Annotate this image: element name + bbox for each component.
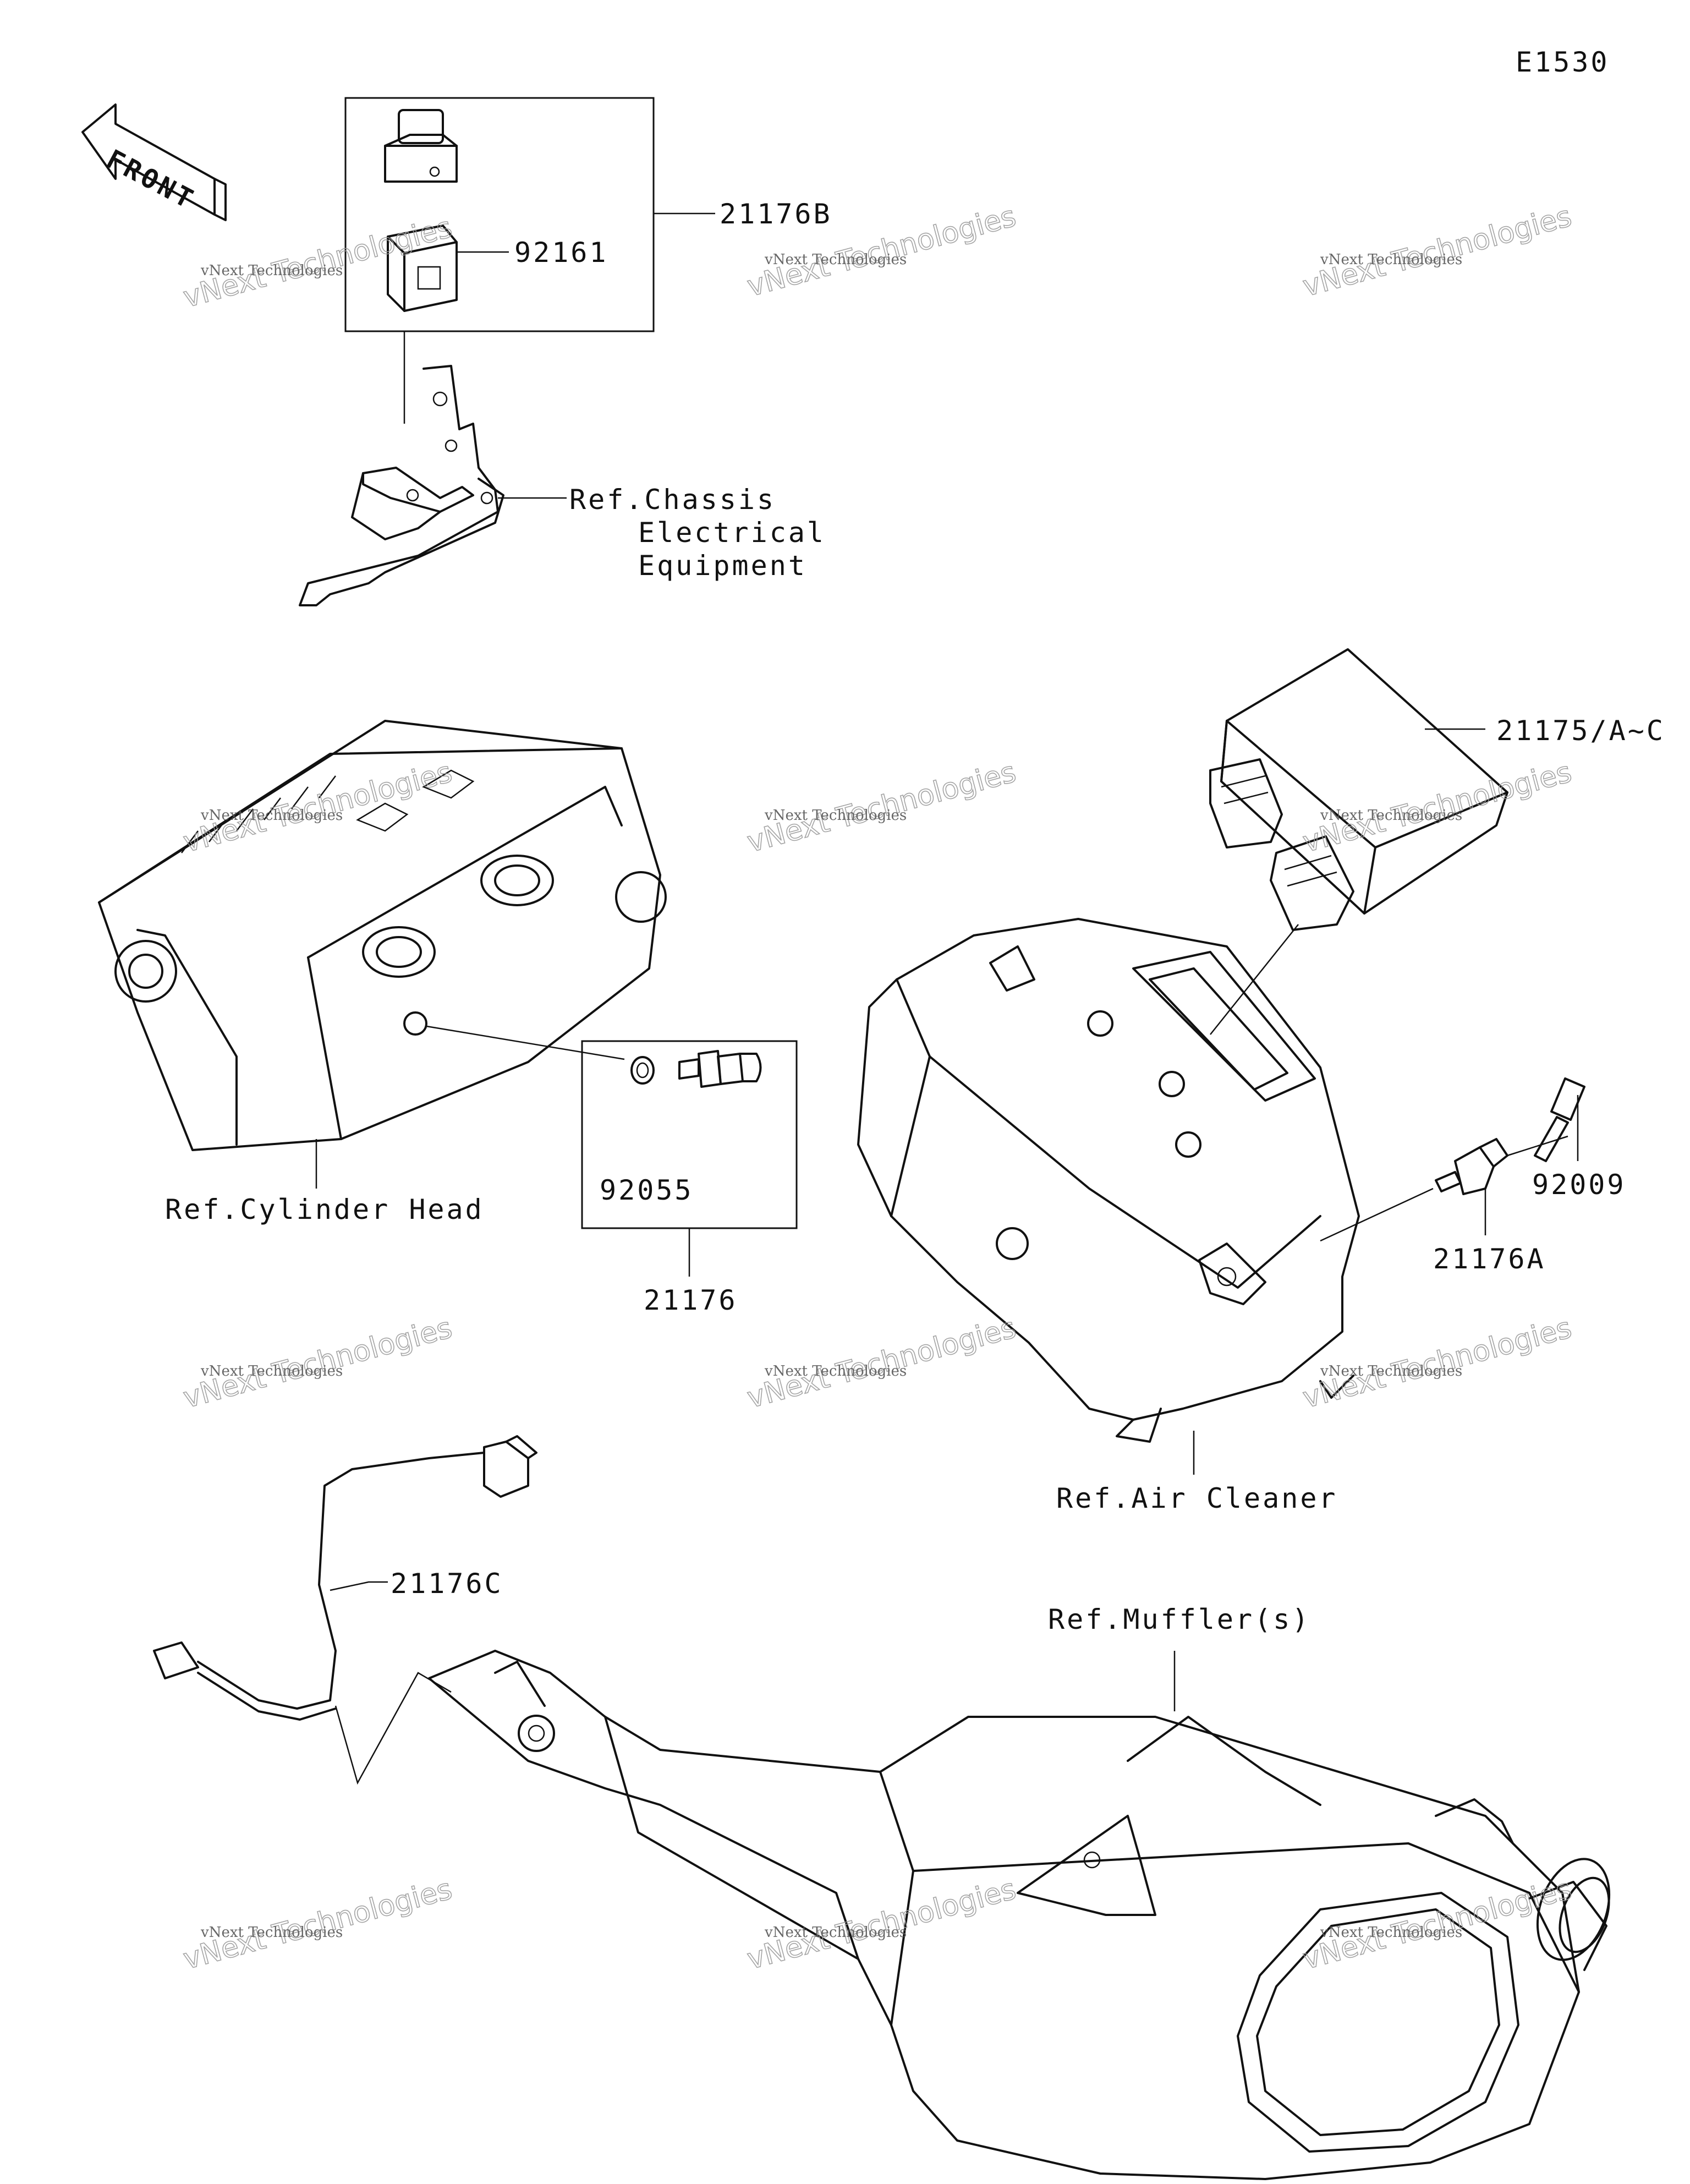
label-21176B: 21176B	[720, 198, 832, 230]
watermark: vNext Technologies vNext Technologies	[1299, 199, 1575, 304]
watermark: vNext Technologies vNext Technologies	[743, 1872, 1019, 1977]
watermark: vNext Technologies vNext Technologies	[1299, 755, 1575, 860]
label-ref-cylinder-head: Ref.Cylinder Head	[165, 1194, 484, 1225]
muffler-part	[428, 1650, 1611, 2180]
ecu-unit-part	[1209, 648, 1508, 931]
watermark-text: vNext Technologies	[200, 262, 343, 279]
leader-ecu-to-cover	[1210, 924, 1299, 1035]
label-ref-air-cleaner: Ref.Air Cleaner	[1056, 1482, 1338, 1514]
watermark: vNext Technologies vNext Technologies	[1299, 1311, 1575, 1415]
label-ref-chassis-line1: Ref.Chassis	[569, 484, 776, 516]
oxygen-sensor-harness-part	[153, 1435, 537, 1721]
watermark-text: vNext Technologies	[764, 1363, 907, 1380]
watermark-text: vNext Technologies	[200, 807, 343, 824]
relay-socket-part	[387, 225, 458, 312]
label-ref-chassis-line3: Equipment	[638, 550, 807, 582]
washer-92055-part	[630, 1056, 655, 1085]
label-92161: 92161	[514, 237, 608, 269]
front-direction-arrow-icon: FRONT	[81, 103, 227, 221]
diagram-code: E1530	[1516, 46, 1610, 78]
label-21176: 21176	[644, 1284, 738, 1316]
leader-harness-to-muffler	[334, 1672, 452, 1785]
watermark: vNext Technologies vNext Technologies	[743, 755, 1019, 860]
chassis-bracket-part	[299, 365, 504, 606]
label-ref-chassis-line2: Electrical	[638, 517, 826, 549]
relay-part	[384, 109, 458, 183]
watermark: vNext Technologies vNext Technologies	[179, 210, 456, 315]
label-92009: 92009	[1532, 1169, 1626, 1201]
intake-sensor-21176A-part	[1435, 1138, 1508, 1195]
watermark: vNext Technologies vNext Technologies	[179, 1872, 456, 1977]
leader-21176A-to-cleaner	[1320, 1187, 1434, 1242]
watermark-text: vNext Technologies	[200, 1363, 343, 1380]
cylinder-head-part	[98, 720, 667, 1151]
watermark-text: vNext Technologies	[1320, 807, 1462, 824]
watermark: vNext Technologies vNext Technologies	[179, 755, 456, 860]
air-cleaner-part	[857, 918, 1360, 1443]
watermark: vNext Technologies vNext Technologies	[743, 1311, 1019, 1415]
label-ref-mufflers: Ref.Muffler(s)	[1048, 1603, 1310, 1635]
watermark: vNext Technologies vNext Technologies	[179, 1311, 456, 1415]
label-92055: 92055	[600, 1174, 694, 1206]
label-21176A: 21176A	[1433, 1243, 1546, 1275]
watermark-text: vNext Technologies	[200, 1924, 343, 1941]
bolt-92009-part	[1534, 1077, 1585, 1162]
temperature-sensor-part	[678, 1050, 762, 1088]
label-21176C: 21176C	[391, 1568, 503, 1600]
part-box-21176B	[344, 97, 655, 332]
watermark-text: vNext Technologies	[764, 1924, 907, 1941]
leader-21176C	[330, 1581, 388, 1591]
watermark-text: vNext Technologies	[1320, 1363, 1462, 1380]
leader-sensor-to-head	[426, 1025, 625, 1060]
front-label: FRONT	[101, 144, 200, 216]
watermark: vNext Technologies vNext Technologies	[1299, 1872, 1575, 1977]
watermark-text: vNext Technologies	[1320, 1924, 1462, 1941]
label-21175: 21175/A~C	[1496, 715, 1665, 747]
watermark-text: vNext Technologies	[1320, 251, 1462, 268]
watermark-text: vNext Technologies	[764, 807, 907, 824]
watermark-group: vNext Technologies vNext Technologies vN…	[179, 199, 1575, 1977]
watermark-text: vNext Technologies	[764, 251, 907, 268]
